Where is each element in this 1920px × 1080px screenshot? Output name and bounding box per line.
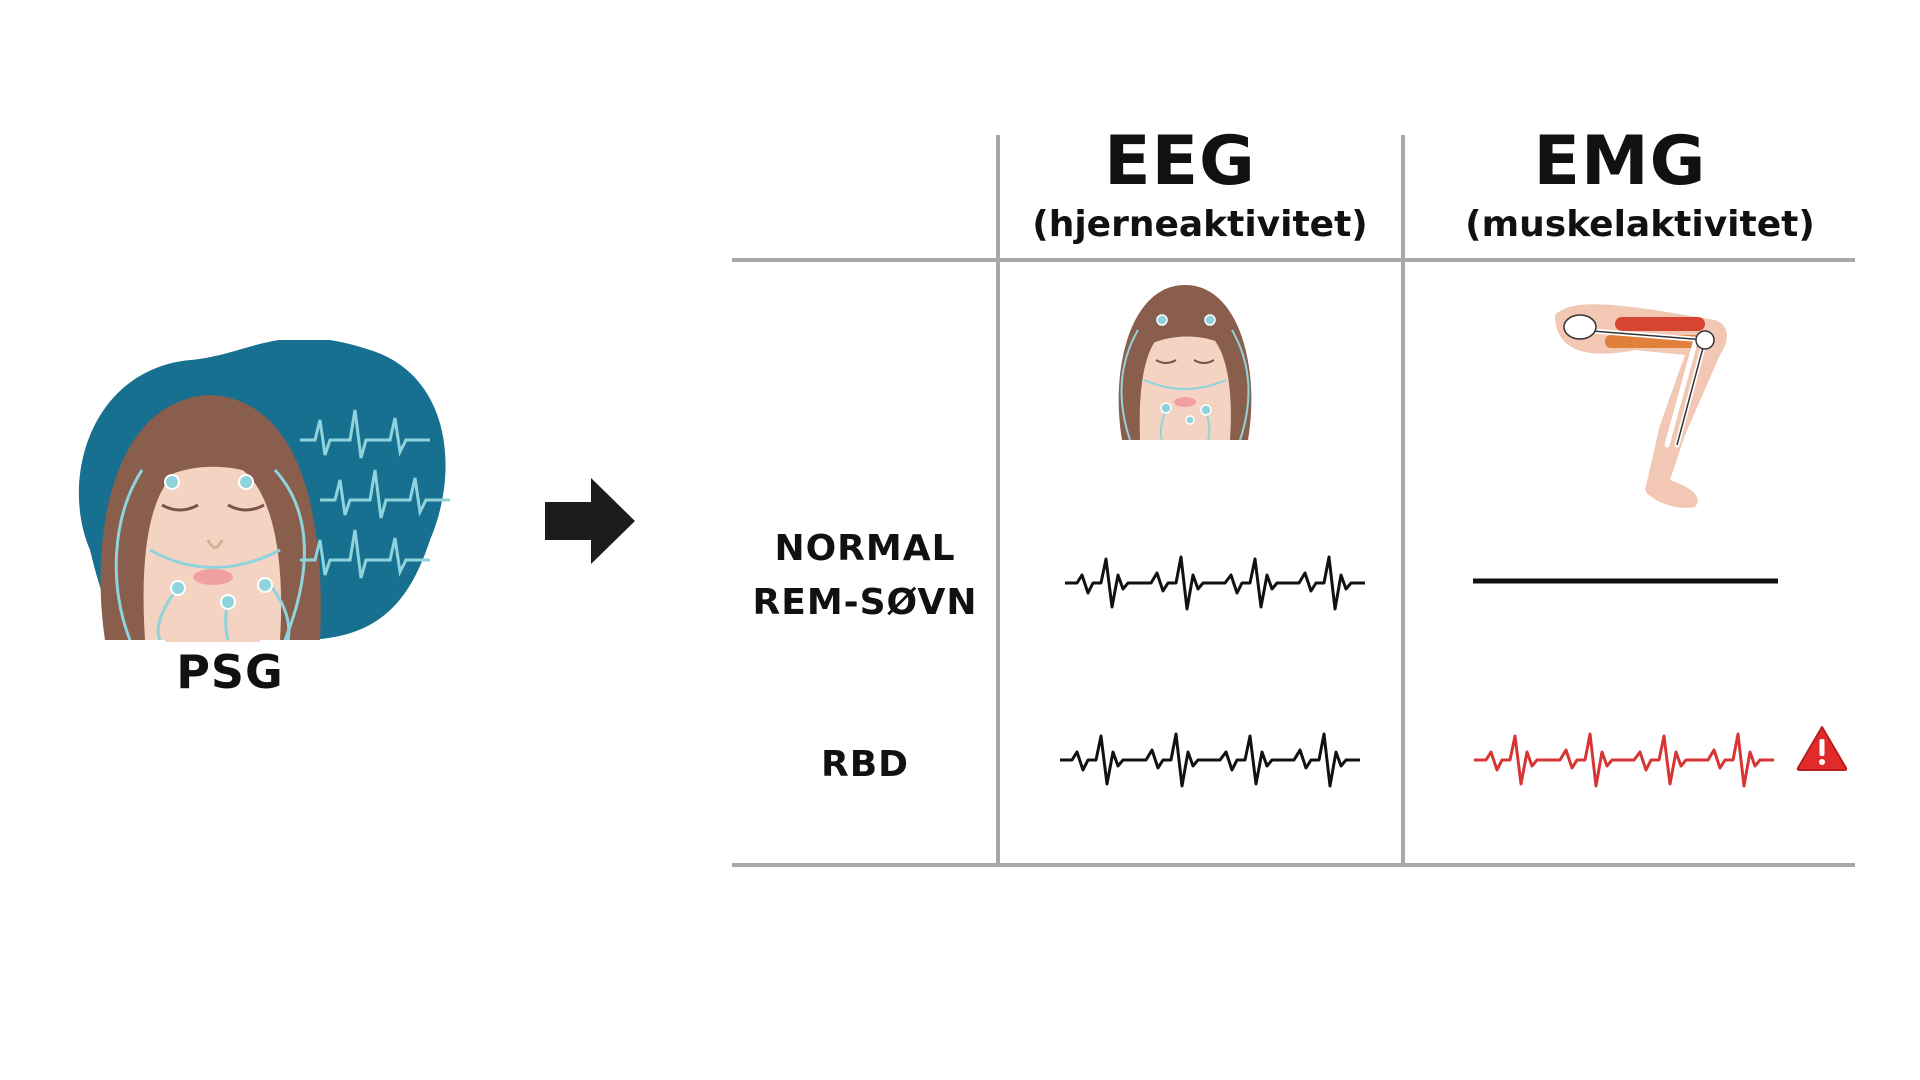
psg-face-illustration [78,340,450,642]
psg-label: PSG [176,645,284,699]
eeg-column-subtitle: (hjerneaktivitet) [1032,204,1368,245]
row-label-rbd: RBD [820,744,910,785]
warning-icon [1796,726,1848,771]
eeg-trace-rbd [1060,732,1360,788]
emg-column-title: EMG [1533,122,1707,201]
eeg-column-title: EEG [1104,122,1256,201]
row-label-normal: NORMAL REM-SØVN [735,522,995,630]
row-label-normal-line1: NORMAL [774,528,956,569]
emg-flat-line [1473,578,1778,584]
emg-column-subtitle: (muskelaktivitet) [1465,204,1815,245]
face-electrodes-icon [1118,285,1252,440]
row-label-normal-line2: REM-SØVN [752,582,978,623]
emg-trace-rbd [1474,732,1774,788]
eeg-trace-normal [1065,555,1365,611]
right-arrow-icon [545,478,635,564]
leg-muscle-icon [1555,304,1727,508]
